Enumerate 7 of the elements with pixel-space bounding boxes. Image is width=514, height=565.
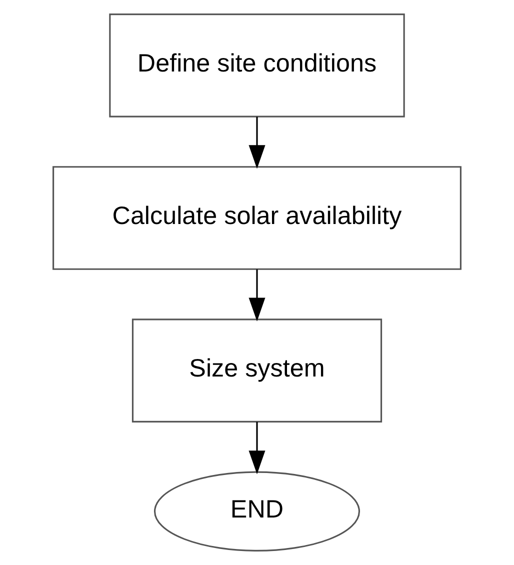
arrow (248, 422, 266, 474)
arrow (248, 269, 266, 322)
node-box: Size system (132, 318, 382, 422)
node-box: Calculate solar availability (52, 166, 462, 270)
arrow (248, 116, 266, 169)
node-box: Define site conditions (109, 14, 405, 118)
node-ellipse: END (154, 471, 360, 552)
